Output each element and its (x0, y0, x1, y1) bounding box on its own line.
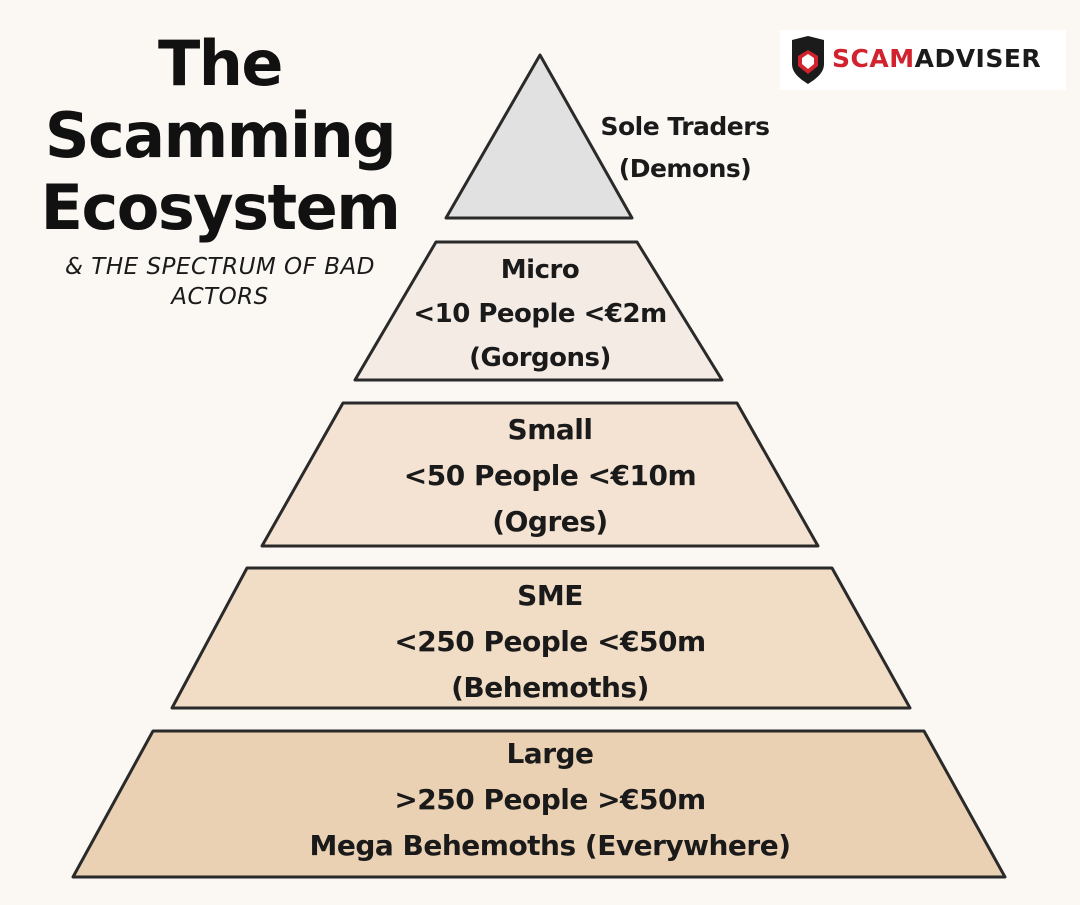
tier-large-label: Large >250 People >€50m Mega Behemoths (… (300, 731, 800, 869)
tier-small-title: Small (507, 413, 593, 446)
tier-sole-traders-nickname: (Demons) (618, 154, 752, 183)
tier-micro-criteria: <10 People <€2m (413, 299, 667, 329)
tier-large-criteria: >250 People >€50m (394, 783, 706, 816)
tier-sme-nickname: (Behemoths) (451, 671, 649, 704)
logo-text-scam: SCAM (832, 44, 915, 73)
tier-sole-traders-label: Sole Traders (Demons) (585, 106, 785, 190)
subtitle-line-1: & THE SPECTRUM OF BAD (65, 254, 375, 280)
tier-micro-shape (353, 240, 724, 382)
tier-sme-criteria: <250 People <€50m (394, 625, 706, 658)
tier-micro-nickname: (Gorgons) (469, 343, 611, 373)
scamadviser-logo: SCAMADVISER (780, 30, 1066, 90)
tier-sole-traders-title: Sole Traders (600, 112, 770, 141)
title-line-3: Ecosystem (40, 171, 401, 244)
tier-sme-title: SME (517, 579, 583, 612)
tier-small-shape (260, 401, 820, 548)
diagram-subtitle: & THE SPECTRUM OF BAD ACTORS (30, 252, 410, 312)
logo-wordmark: SCAMADVISER (832, 44, 1041, 73)
tier-small-nickname: (Ogres) (492, 505, 608, 538)
tier-micro-title: Micro (500, 255, 580, 285)
tier-large-nickname: Mega Behemoths (Everywhere) (309, 829, 791, 862)
logo-text-adviser: ADVISER (914, 44, 1042, 73)
tier-sole-traders-shape (444, 53, 634, 220)
tier-large-title: Large (506, 737, 594, 770)
shield-icon (792, 36, 824, 84)
tier-small-criteria: <50 People <€10m (403, 459, 697, 492)
tier-large-shape (71, 729, 1007, 879)
tier-sme-label: SME <250 People <€50m (Behemoths) (370, 573, 730, 711)
subtitle-line-2: ACTORS (171, 284, 269, 310)
diagram-title: The Scamming Ecosystem (30, 28, 410, 244)
tier-small-label: Small <50 People <€10m (Ogres) (390, 407, 710, 545)
tier-micro-label: Micro <10 People <€2m (Gorgons) (390, 248, 690, 380)
title-line-1: The (158, 27, 283, 100)
tier-sme-shape (170, 566, 912, 710)
title-line-2: Scamming (44, 99, 397, 172)
